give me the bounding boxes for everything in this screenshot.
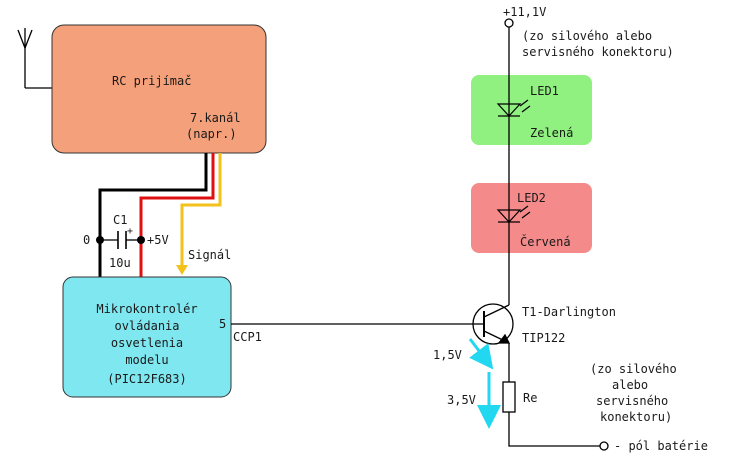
led1-name: LED1 [530, 84, 559, 98]
receiver-title: RC prijímač [112, 74, 191, 88]
mcu-box [62, 276, 232, 398]
receiver-cable [98, 153, 222, 277]
antenna-icon [17, 28, 52, 89]
mcu-line4: modelu [125, 353, 168, 367]
negative-note-line2: alebo [612, 378, 648, 392]
led2-box [471, 183, 592, 253]
resistor-name: Re [523, 391, 537, 405]
capacitor-name: C1 [113, 213, 127, 227]
signal-arrow [176, 265, 188, 275]
plus5-label: +5V [147, 233, 169, 247]
vre-label: 3,5V [447, 393, 476, 407]
receiver-channel-line2: (napr.) [186, 127, 237, 141]
ground-wire [98, 153, 208, 240]
transistor-icon [472, 303, 514, 345]
capacitor-value: 10u [109, 256, 131, 270]
negative-note-line1: (zo silového [590, 362, 677, 376]
mcu-line2: ovládania [114, 319, 179, 333]
led1-color: Zelená [530, 126, 573, 140]
vbe-arrow [468, 338, 494, 370]
capacitor-plus: + [127, 226, 133, 237]
supply-voltage: +11,1V [503, 5, 546, 19]
battery-label: - pól batérie [614, 439, 708, 453]
supply-note-line1: (zo silového alebo [522, 29, 652, 43]
power-wire [139, 153, 215, 240]
led1-box [471, 75, 592, 145]
mcu-pin-5: 5 [219, 317, 226, 331]
plus5-node-dot [137, 236, 145, 244]
ground-label: 0 [83, 233, 90, 247]
battery-terminal [599, 441, 609, 451]
led2-color: Červená [520, 234, 571, 249]
capacitor-c1 [117, 231, 127, 249]
vbe-label: 1,5V [433, 348, 462, 362]
supply-terminal [504, 18, 514, 28]
receiver-channel-line1: 7.kanál [190, 111, 241, 125]
transistor-part: TIP122 [522, 331, 565, 345]
signal-wire [180, 153, 222, 265]
ground-node-dot [96, 236, 104, 244]
rc-receiver-box [51, 24, 267, 154]
led2-icon [496, 205, 531, 223]
transistor-name: T1-Darlington [522, 305, 616, 319]
ccp1-label: CCP1 [233, 330, 262, 344]
resistor-re [502, 381, 516, 413]
negative-note-line4: konektoru) [600, 410, 672, 424]
ground-return-wire [508, 412, 600, 447]
supply-note-line2: servisného konektoru) [522, 45, 674, 59]
led1-icon [496, 99, 531, 117]
mcu-line1: Mikrokontrolér [96, 302, 197, 316]
mcu-line3: osvetlenia [111, 336, 183, 350]
led2-name: LED2 [517, 191, 546, 205]
signal-label: Signál [188, 248, 231, 262]
mcu-line5: (PIC12F683) [107, 372, 186, 386]
negative-note-line3: servisného [596, 394, 668, 408]
